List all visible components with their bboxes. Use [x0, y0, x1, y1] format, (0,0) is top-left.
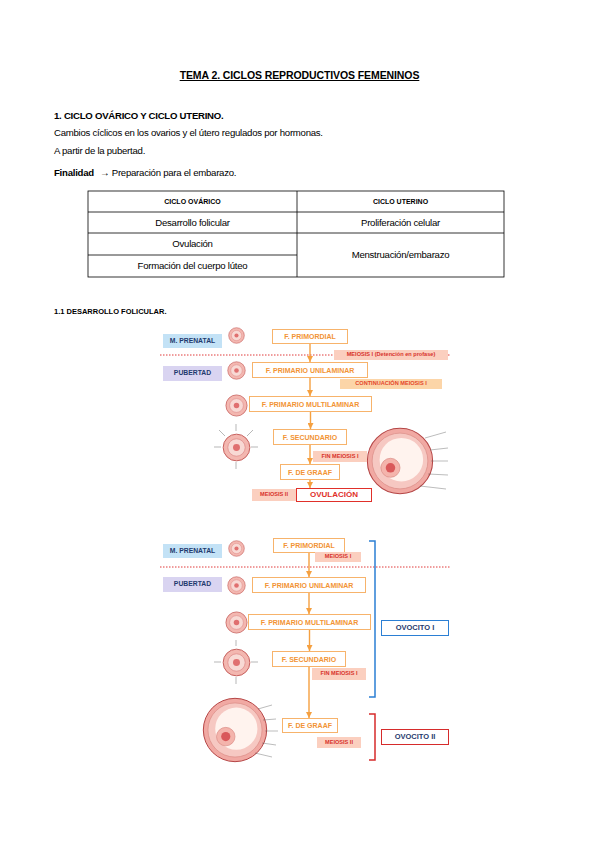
table-border — [88, 191, 504, 277]
follicle-illustration — [223, 434, 250, 461]
period-tag: M. PRENATAL — [163, 544, 222, 558]
meiosis-tag: MEIOSIS II — [252, 489, 296, 501]
follicle-rays — [214, 640, 258, 684]
table-cell: Desarrollo folicular — [88, 212, 297, 233]
box-text: FIN MEIOSIS I — [322, 454, 359, 460]
box-text: FIN MEIOSIS I — [321, 671, 358, 677]
stage-box: F. PRIMORDIAL — [273, 538, 345, 553]
body-text: Finalidad — [54, 167, 94, 179]
oocyte-box: OVOCITO II — [381, 729, 449, 745]
box-text: CONTINUACIÓN MEIOSIS I — [355, 381, 426, 387]
stage-box: F. PRIMORDIAL — [272, 329, 348, 344]
box-text: F. PRIMARIO UNILAMINAR — [265, 582, 354, 589]
table-cell: CICLO OVÁRICO — [88, 191, 297, 212]
period-tag: PUBERTAD — [163, 577, 222, 592]
ovocito-bracket — [369, 714, 375, 760]
meiosis-tag: FIN MEIOSIS I — [312, 668, 366, 680]
box-text: PUBERTAD — [174, 370, 211, 377]
follicle-illustration — [229, 541, 245, 557]
period-tag: PUBERTAD — [163, 366, 222, 381]
stage-box: F. PRIMARIO UNILAMINAR — [252, 577, 366, 593]
box-text: OVOCITO I — [396, 624, 435, 632]
puberty-divider — [160, 567, 450, 568]
box-text: F. PRIMARIO UNILAMINAR — [266, 367, 355, 374]
meiosis-tag: MEIOSIS II — [317, 737, 361, 748]
flow-arrow — [310, 412, 311, 429]
table-cell: CICLO UTERINO — [297, 191, 504, 212]
flow-arrow — [308, 553, 309, 577]
flow-arrow — [309, 378, 310, 396]
follicle-illustration — [228, 577, 245, 594]
table-cell: Menstruación/embarazo — [297, 233, 504, 277]
stage-box: F. PRIMARIO MULTILAMINAR — [249, 396, 372, 412]
table-rule — [297, 191, 298, 277]
graaf-follicle-illustration — [203, 698, 266, 761]
stage-box: F. PRIMARIO MULTILAMINAR — [248, 614, 371, 630]
table-cell: Formación del cuerpo lúteo — [88, 255, 297, 277]
period-tag: M. PRENATAL — [163, 334, 222, 348]
body-text: 1. CICLO OVÁRICO Y CICLO UTERINO. — [54, 110, 223, 122]
meiosis-tag: MEIOSIS I (Detención en profase) — [334, 350, 448, 360]
flow-arrow — [309, 630, 310, 651]
body-text: A partir de la pubertad. — [54, 145, 145, 157]
ovulation-box: OVULACIÓN — [296, 488, 372, 502]
leader-lines — [420, 432, 448, 489]
stage-box: F. SECUNDARIO — [273, 429, 347, 445]
follicle-illustration — [223, 649, 250, 676]
box-text: F. DE GRAAF — [288, 722, 332, 729]
box-text: F. SECUNDARIO — [282, 656, 336, 663]
body-text: → Preparación para el embarazo. — [100, 167, 236, 179]
flow-arrow — [309, 480, 310, 488]
box-text: MEIOSIS I — [325, 554, 351, 560]
flow-arrow — [308, 593, 309, 614]
table-grid — [88, 191, 504, 277]
follicle-illustration — [226, 612, 247, 633]
stage-box: F. SECUNDARIO — [272, 651, 346, 667]
box-text: F. SECUNDARIO — [283, 434, 337, 441]
box-text: M. PRENATAL — [170, 338, 215, 345]
box-text: MEIOSIS II — [260, 492, 288, 498]
body-text: 1.1 DESARROLLO FOLICULAR. — [54, 306, 167, 318]
box-text: OVULACIÓN — [310, 491, 358, 499]
flow-arrow — [308, 667, 309, 718]
box-text: MEIOSIS I (Detención en profase) — [347, 352, 436, 358]
table-rule — [88, 212, 504, 213]
meiosis-tag: MEIOSIS I — [315, 552, 361, 562]
stage-box: F. DE GRAAF — [282, 718, 338, 733]
box-text: M. PRENATAL — [170, 548, 215, 555]
box-text: F. PRIMARIO MULTILAMINAR — [262, 401, 359, 408]
stage-box: F. PRIMARIO UNILAMINAR — [252, 362, 368, 378]
graaf-follicle-illustration — [367, 428, 432, 493]
meiosis-tag: FIN MEIOSIS I — [313, 451, 367, 462]
follicle-illustration — [229, 328, 245, 344]
flow-arrow — [309, 344, 310, 362]
box-text: F. PRIMARIO MULTILAMINAR — [261, 619, 358, 626]
follicle-rays — [214, 424, 258, 469]
box-text: F. DE GRAAF — [288, 469, 332, 476]
box-text: F. PRIMORDIAL — [284, 333, 336, 340]
follicle-illustration — [226, 395, 247, 416]
box-text: PUBERTAD — [174, 581, 211, 588]
table-cell: Ovulación — [88, 233, 297, 255]
flow-arrow — [309, 445, 310, 464]
box-text: OVOCITO II — [395, 733, 436, 741]
meiosis-tag: CONTINUACIÓN MEIOSIS I — [340, 379, 442, 389]
box-text: MEIOSIS II — [325, 740, 353, 746]
table-rule — [88, 255, 297, 256]
stage-box: F. DE GRAAF — [280, 464, 340, 480]
table-rule — [88, 233, 504, 234]
leader-lines — [255, 705, 278, 757]
table-cell: Proliferación celular — [297, 212, 504, 233]
box-text: F. PRIMORDIAL — [283, 542, 335, 549]
oocyte-box: OVOCITO I — [381, 620, 449, 636]
page-title: TEMA 2. CICLOS REPRODUCTIVOS FEMENINOS — [0, 69, 599, 81]
body-text: Cambios cíclicos en los ovarios y el úte… — [54, 127, 323, 139]
follicle-illustration — [228, 362, 245, 379]
